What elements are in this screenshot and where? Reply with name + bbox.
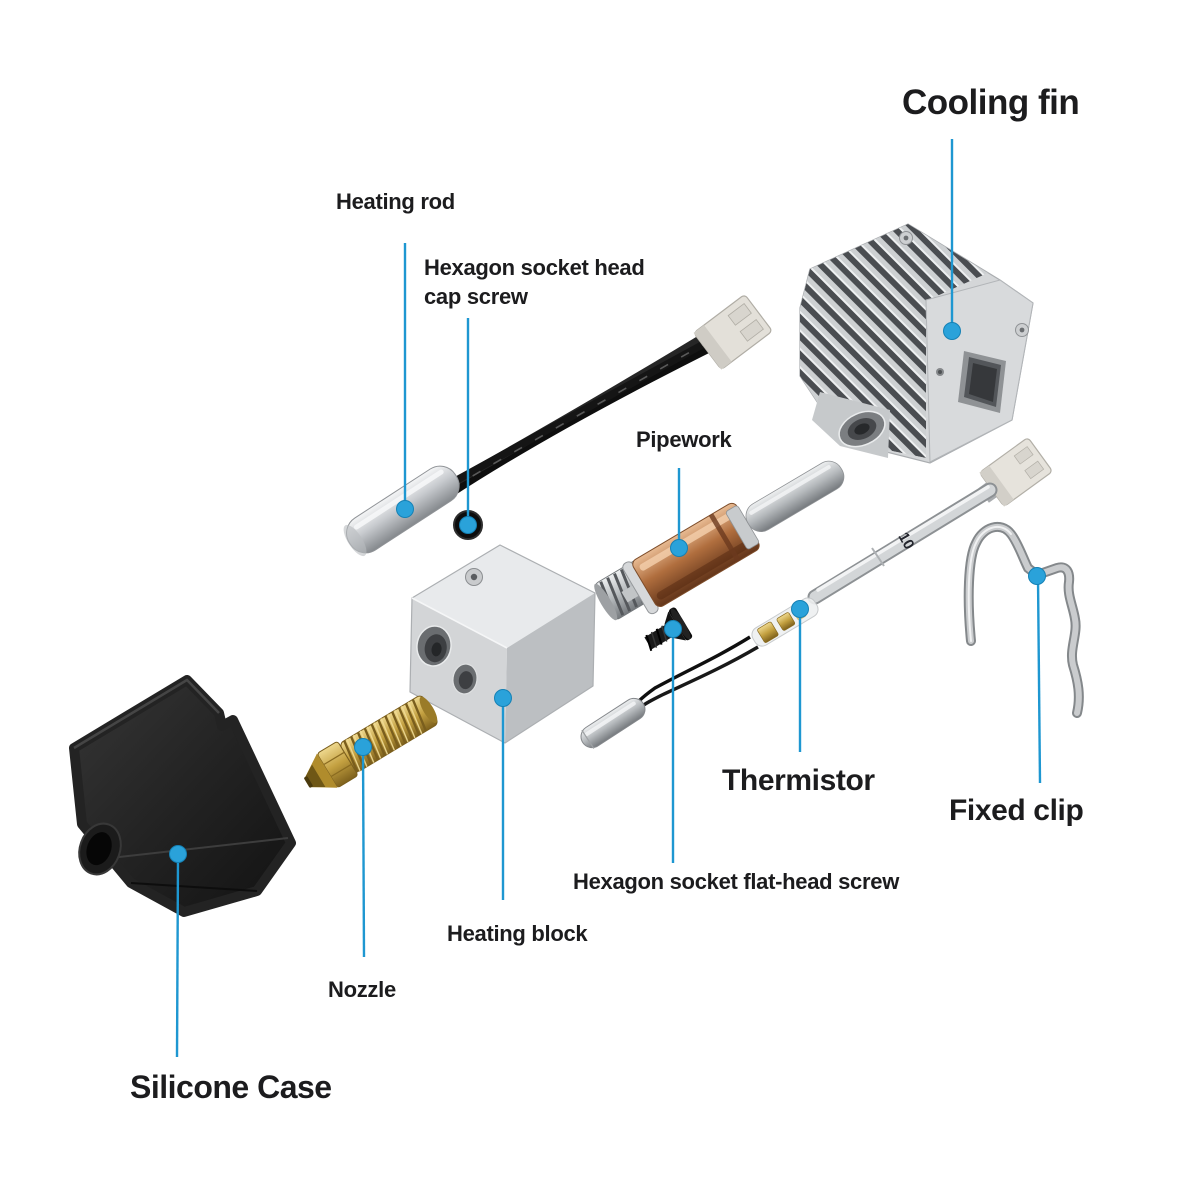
- label-cooling-fin: Cooling fin: [902, 83, 1080, 122]
- leader-dot-heating-rod: [396, 500, 414, 518]
- leader-line-silicone-case: [175, 855, 180, 1058]
- leader-dot-cooling-fin: [943, 322, 961, 340]
- leader-lines: [175, 139, 1042, 1058]
- leader-dot-pipework: [670, 539, 688, 557]
- leader-dot-flat-screw: [664, 620, 682, 638]
- leader-dot-heating-block: [494, 689, 512, 707]
- leader-line-fixed-clip: [1036, 577, 1042, 784]
- label-heating-rod: Heating rod: [336, 189, 455, 214]
- cooling-fin-part: [799, 223, 1034, 464]
- pipework-part: [594, 460, 845, 621]
- heating-rod-connector: [693, 295, 772, 370]
- label-fixed-clip: Fixed clip: [949, 794, 1084, 827]
- label-hex-cap-screw: Hexagon socket head cap screw: [424, 255, 645, 309]
- heating-block-part: [409, 544, 596, 744]
- label-nozzle: Nozzle: [328, 977, 396, 1002]
- label-pipework: Pipework: [636, 427, 732, 452]
- leader-line-nozzle: [361, 748, 366, 958]
- thermistor-sleeve-marking: 10: [895, 530, 918, 553]
- leader-dot-silicone-case: [169, 845, 187, 863]
- leader-dot-cap-screw: [459, 516, 477, 534]
- fixed-clip-part: [963, 521, 1084, 718]
- label-thermistor: Thermistor: [722, 764, 875, 797]
- label-heating-block: Heating block: [447, 921, 588, 946]
- leader-dot-thermistor: [791, 600, 809, 618]
- label-silicone-case: Silicone Case: [130, 1069, 332, 1105]
- leader-dots: [169, 322, 1046, 863]
- thermistor-part: 10: [580, 438, 1052, 749]
- leader-dot-fixed-clip: [1028, 567, 1046, 585]
- silicone-case-part: [69, 675, 296, 917]
- label-hex-flat-screw: Hexagon socket flat-head screw: [573, 869, 900, 894]
- leader-dot-nozzle: [354, 738, 372, 756]
